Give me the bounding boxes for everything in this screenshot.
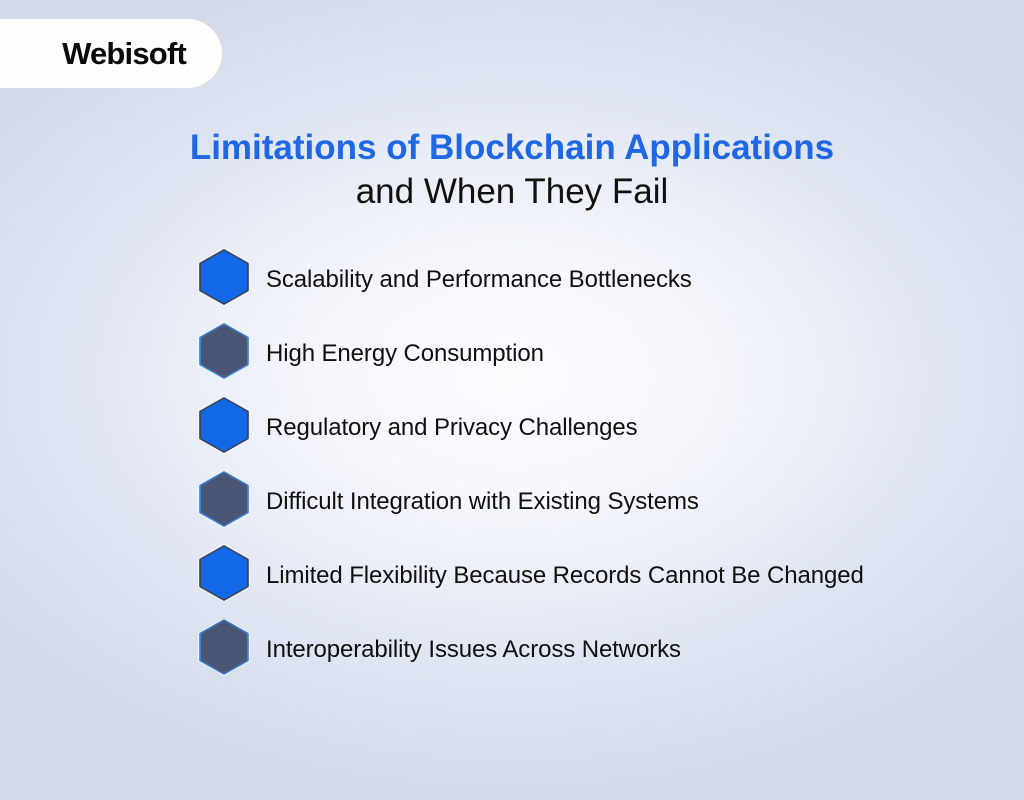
list-item-label: Difficult Integration with Existing Syst…: [266, 488, 699, 515]
list-item: Regulatory and Privacy Challenges: [196, 391, 1024, 465]
bullet-marker: [196, 619, 252, 681]
bullet-marker: [196, 397, 252, 459]
list-item-label: Regulatory and Privacy Challenges: [266, 414, 638, 441]
list-item: High Energy Consumption: [196, 317, 1024, 391]
bullet-marker: [196, 545, 252, 607]
brand-logo-text: Webisoft: [62, 36, 187, 71]
title-line-secondary: and When They Fail: [355, 172, 669, 211]
list-item: Difficult Integration with Existing Syst…: [196, 465, 1024, 539]
list-item-label: Interoperability Issues Across Networks: [266, 636, 681, 663]
list-item-label: High Energy Consumption: [266, 340, 544, 367]
bullet-marker: [196, 249, 252, 311]
hexagon-icon: [198, 249, 250, 306]
list-item: Limited Flexibility Because Records Cann…: [196, 539, 1024, 613]
list-item-label: Limited Flexibility Because Records Cann…: [266, 562, 864, 589]
page-title: Limitations of Blockchain Applications a…: [0, 126, 1024, 214]
bullet-marker: [196, 471, 252, 533]
hexagon-icon: [198, 545, 250, 602]
title-line-primary: Limitations of Blockchain Applications: [189, 128, 835, 167]
list-item: Interoperability Issues Across Networks: [196, 613, 1024, 687]
list-item-label: Scalability and Performance Bottlenecks: [266, 266, 692, 293]
brand-logo-pill: Webisoft: [0, 19, 222, 88]
hexagon-icon: [198, 471, 250, 528]
hexagon-icon: [198, 397, 250, 454]
hexagon-icon: [198, 619, 250, 676]
hexagon-icon: [198, 323, 250, 380]
bullet-marker: [196, 323, 252, 385]
list-item: Scalability and Performance Bottlenecks: [196, 243, 1024, 317]
